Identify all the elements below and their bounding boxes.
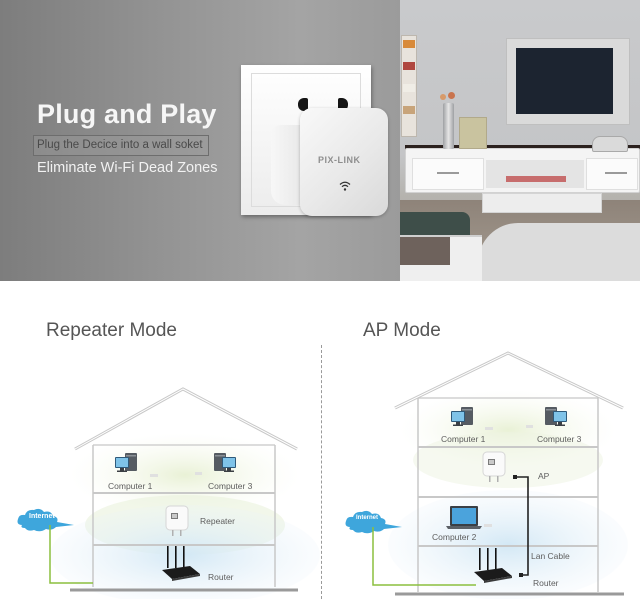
wifi-extender-device: PIX-LINK	[300, 108, 388, 216]
tagline: Eliminate Wi-Fi Dead Zones	[37, 160, 218, 176]
ap-computer-3-label: Computer 3	[537, 434, 582, 444]
tv-console-base	[482, 193, 602, 213]
tv-screen	[516, 48, 613, 114]
section-divider	[321, 345, 322, 599]
ap-house	[394, 351, 624, 596]
hero-banner: Plug and Play Plug the Decice into a wal…	[0, 0, 640, 281]
repeater-house	[70, 387, 298, 592]
repeater-mode-title: Repeater Mode	[46, 320, 177, 341]
tv-console	[405, 148, 640, 193]
ap-router-label: Router	[533, 578, 559, 588]
flower-vase	[443, 103, 454, 149]
repeater-internet-label: Internet	[29, 513, 55, 520]
shaggy-rug	[478, 223, 640, 281]
repeater-label: Repeater	[200, 516, 235, 526]
page-title: Plug and Play	[37, 99, 217, 129]
repeater-computer-3-label: Computer 3	[208, 481, 253, 491]
wall-magazine-rack	[401, 35, 417, 137]
ap-computer-2-label: Computer 2	[432, 532, 477, 542]
flowers	[440, 92, 458, 104]
ap-label: AP	[538, 471, 550, 481]
ap-computer-1-label: Computer 1	[441, 434, 486, 444]
wifi-icon	[339, 181, 351, 191]
drawer-handle	[605, 172, 627, 174]
drawer-handle	[437, 172, 459, 174]
subtitle-box: Plug the Decice into a wall soket	[33, 135, 209, 156]
laptop-icon	[446, 506, 492, 529]
wall-tv	[506, 38, 630, 125]
table-book	[400, 237, 450, 265]
ap-mode-title: AP Mode	[363, 320, 441, 341]
repeater-router-label: Router	[208, 572, 234, 582]
device-brand-label: PIX-LINK	[318, 155, 361, 165]
console-shelf	[486, 160, 584, 188]
socket-hole-right	[338, 98, 348, 111]
repeater-computer-1-label: Computer 1	[108, 481, 153, 491]
lan-cable-label: Lan Cable	[531, 551, 570, 561]
headphones	[592, 136, 628, 152]
console-drawer-right	[586, 158, 638, 190]
socket-hole-left	[298, 98, 308, 111]
console-drawer-left	[412, 158, 484, 190]
ap-internet-label: Internet	[356, 515, 379, 521]
picture-frame	[459, 117, 487, 149]
books	[506, 176, 566, 182]
